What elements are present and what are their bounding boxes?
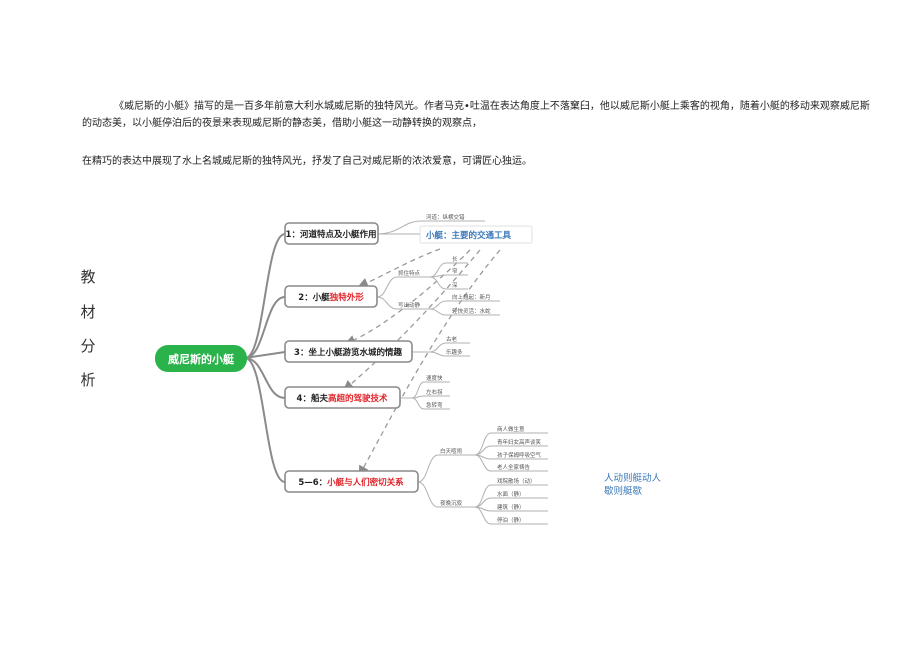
root-node	[155, 345, 247, 372]
branch-4-highlight: 高超的驾驶技术	[328, 393, 388, 404]
boat-role-box	[419, 225, 533, 244]
branch-2-prefix: 2：小艇	[298, 292, 330, 303]
b2-leaf-2: 窄	[452, 267, 458, 275]
b5-day-1: 商人做生意	[497, 425, 525, 433]
b5-group-night: 夜晚沉寂	[440, 499, 463, 507]
intro-paragraph: 《威尼斯的小艇》描写的是一百多年前意大利水城威尼斯的独特风光。作者马克•吐温在表…	[82, 101, 870, 129]
b4-leaf-3: 急转弯	[426, 401, 443, 409]
b3-leaf-1: 古老	[446, 335, 458, 343]
river-label: 河道：纵横交错	[426, 213, 465, 221]
summary-paragraph: 在精巧的表达中展现了水上名城威尼斯的独特风光，抒发了自己对威尼斯的浓浓爱意，可谓…	[82, 156, 532, 167]
b4-leaf-2: 左右拐	[426, 388, 443, 396]
dashed-arrows	[342, 248, 501, 477]
branch5-lines	[417, 432, 548, 525]
branch-1-label: 1：河道特点及小艇作用	[286, 229, 377, 240]
branch-5-label: 5—6：小艇与人们密切关系	[298, 477, 404, 488]
side-label-char-4: 析	[80, 371, 96, 389]
branch-4-label: 4：船夫高超的驾驶技术	[297, 393, 388, 404]
side-label-char-1: 教	[80, 268, 96, 286]
b5-day-4: 老人全家祷告	[497, 463, 531, 471]
b2-leaf-4: 向上翘起：新月	[452, 293, 491, 301]
root-label: 威尼斯的小艇	[168, 352, 235, 366]
b2-group-2: 写出动静	[398, 301, 421, 309]
branch-3-label: 3：坐上小艇游览水城的情趣	[294, 347, 402, 358]
root-connectors	[244, 233, 286, 483]
b5-group-day: 白天喧闹	[440, 447, 462, 455]
side-note: 人动则艇动人 歇则艇歇	[604, 472, 661, 498]
b5-night-2: 水面（静）	[497, 490, 525, 498]
branch-2-label: 2：小艇独特外形	[298, 292, 364, 303]
side-note-line-2: 歇则艇歇	[604, 486, 643, 497]
side-label-char-2: 材	[80, 303, 96, 321]
branch3-lines	[412, 342, 470, 357]
side-label-char-3: 分	[80, 337, 96, 355]
branch1-lines	[377, 220, 485, 235]
b5-night-4: 停泊（静）	[497, 516, 525, 524]
branch-5-box	[284, 470, 419, 493]
branch-1-box	[284, 222, 379, 245]
b3-leaf-2: 乐趣多	[446, 348, 463, 356]
branch-2-box	[284, 285, 378, 308]
branch-4-box	[284, 386, 401, 409]
side-note-line-1: 人动则艇动人	[604, 473, 662, 484]
b2-leaf-3: 深	[452, 281, 458, 289]
b2-leaf-5: 轻快灵活：水蛇	[452, 307, 491, 315]
branch2-lines	[376, 262, 500, 316]
boat-role-label: 小艇：主要的交通工具	[425, 230, 512, 241]
branch-3-box	[284, 340, 413, 363]
branch4-lines	[400, 381, 450, 410]
b2-leaf-1: 长	[452, 255, 458, 263]
branch-2-highlight: 独特外形	[329, 292, 365, 303]
b5-night-1: 戏院散场（动）	[497, 477, 536, 485]
b4-leaf-1: 速度快	[426, 374, 443, 382]
b5-day-3: 孩子保姆呼吸空气	[497, 451, 542, 459]
branch-5-prefix: 5—6：	[298, 478, 327, 488]
branch-5-highlight: 小艇与人们密切关系	[326, 477, 404, 488]
b5-day-2: 青年妇女高声谈笑	[497, 438, 542, 446]
b2-group-1: 抓住特点	[398, 269, 421, 277]
branch-4-prefix: 4：船夫	[297, 393, 329, 404]
b5-night-3: 建筑（静）	[497, 503, 525, 511]
